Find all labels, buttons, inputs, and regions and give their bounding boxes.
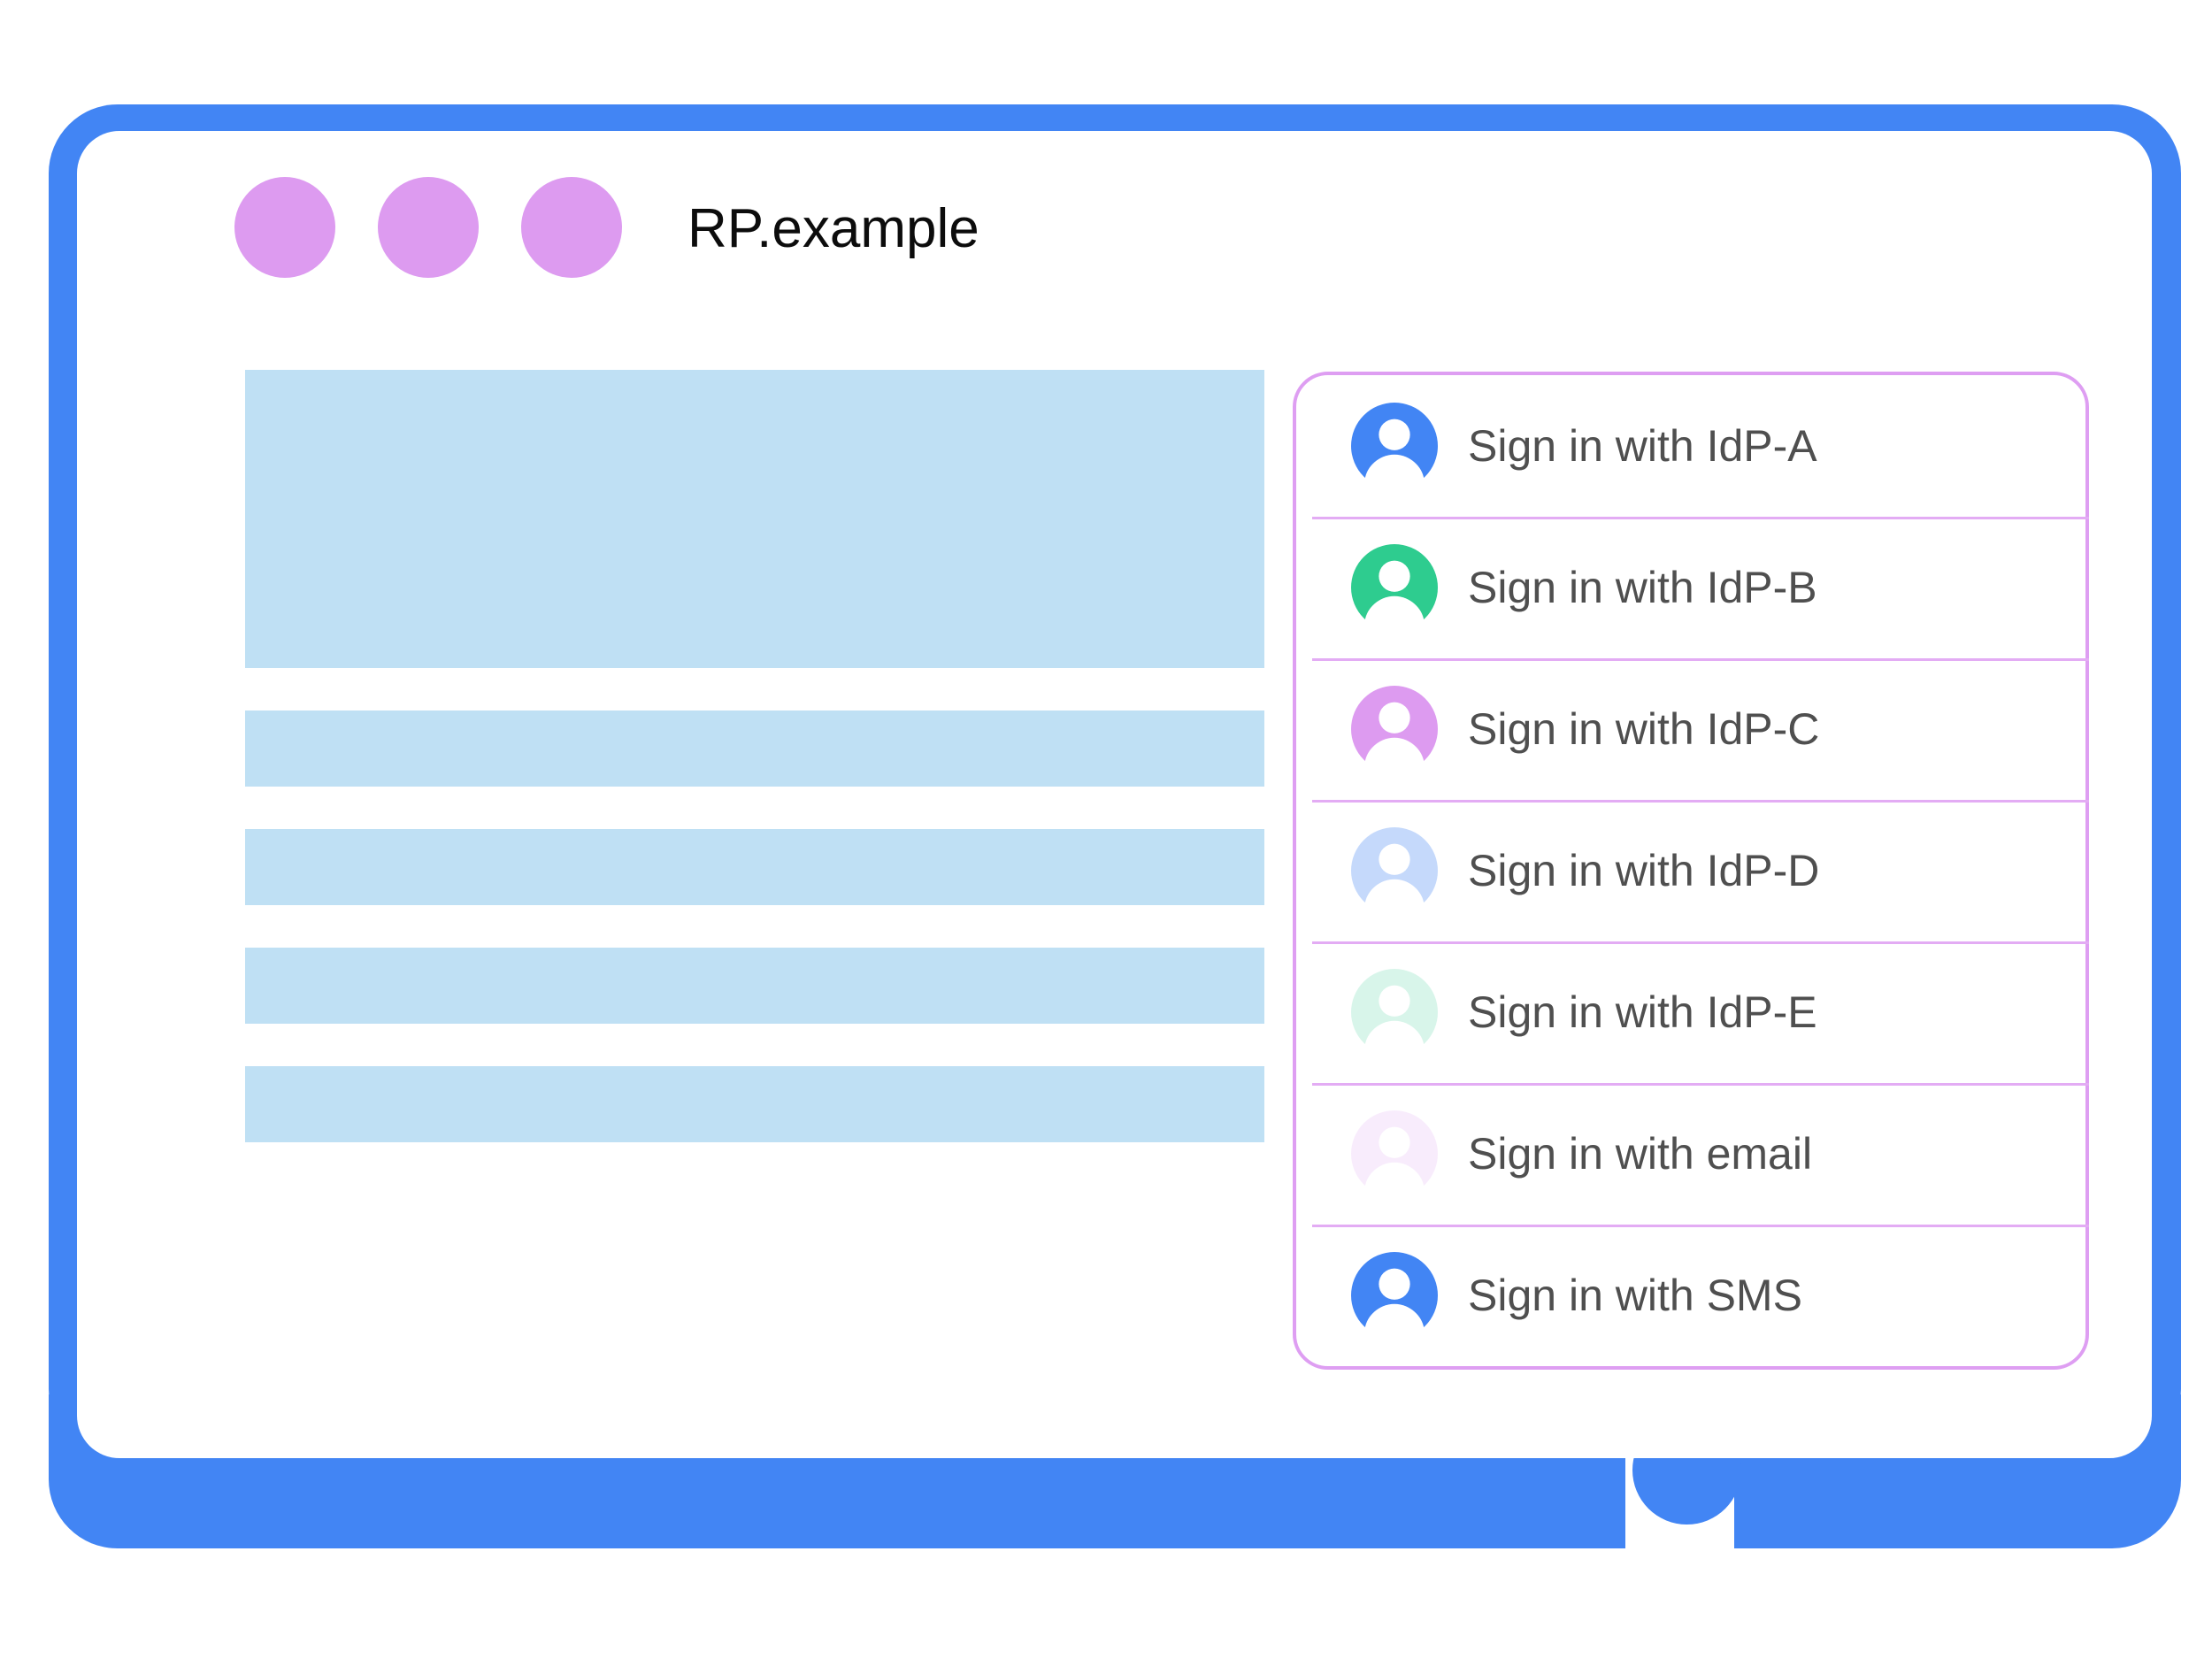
account-avatar-icon [1351,544,1438,631]
account-option-label: Sign in with IdP-B [1468,563,1817,612]
page-content-placeholders [245,370,1264,1185]
account-option-label: Sign in with email [1468,1129,1813,1179]
account-avatar-icon [1351,1252,1438,1339]
hero-placeholder [245,370,1264,668]
account-option-4[interactable]: Sign in with IdP-D [1296,800,2089,941]
window-titlebar: RP.example [77,131,2152,343]
account-chooser-dialog: Sign in with IdP-A Sign in with IdP-B Sign… [1293,372,2089,1370]
window-dot-3-icon[interactable] [521,177,622,278]
account-option-6[interactable]: Sign in with email [1296,1083,2089,1225]
account-option-5[interactable]: Sign in with IdP-E [1296,941,2089,1083]
text-placeholder-3 [245,948,1264,1024]
window-dot-2-icon[interactable] [378,177,479,278]
page-title: RP.example [687,198,979,259]
account-option-3[interactable]: Sign in with IdP-C [1296,658,2089,800]
account-option-7[interactable]: Sign in with SMS [1296,1225,2089,1366]
account-avatar-icon [1351,827,1438,914]
window-dot-1-icon[interactable] [234,177,335,278]
account-option-label: Sign in with IdP-E [1468,987,1817,1037]
text-placeholder-1 [245,710,1264,787]
account-avatar-icon [1351,969,1438,1056]
account-avatar-icon [1351,686,1438,772]
text-placeholder-2 [245,829,1264,905]
account-option-1[interactable]: Sign in with IdP-A [1296,375,2085,517]
account-avatar-icon [1351,1110,1438,1197]
text-placeholder-4 [245,1066,1264,1142]
account-option-label: Sign in with IdP-D [1468,846,1820,895]
account-option-label: Sign in with IdP-C [1468,704,1820,754]
account-option-2[interactable]: Sign in with IdP-B [1296,517,2089,658]
account-option-label: Sign in with IdP-A [1468,421,1817,471]
account-option-label: Sign in with SMS [1468,1271,1802,1320]
account-avatar-icon [1351,403,1438,489]
